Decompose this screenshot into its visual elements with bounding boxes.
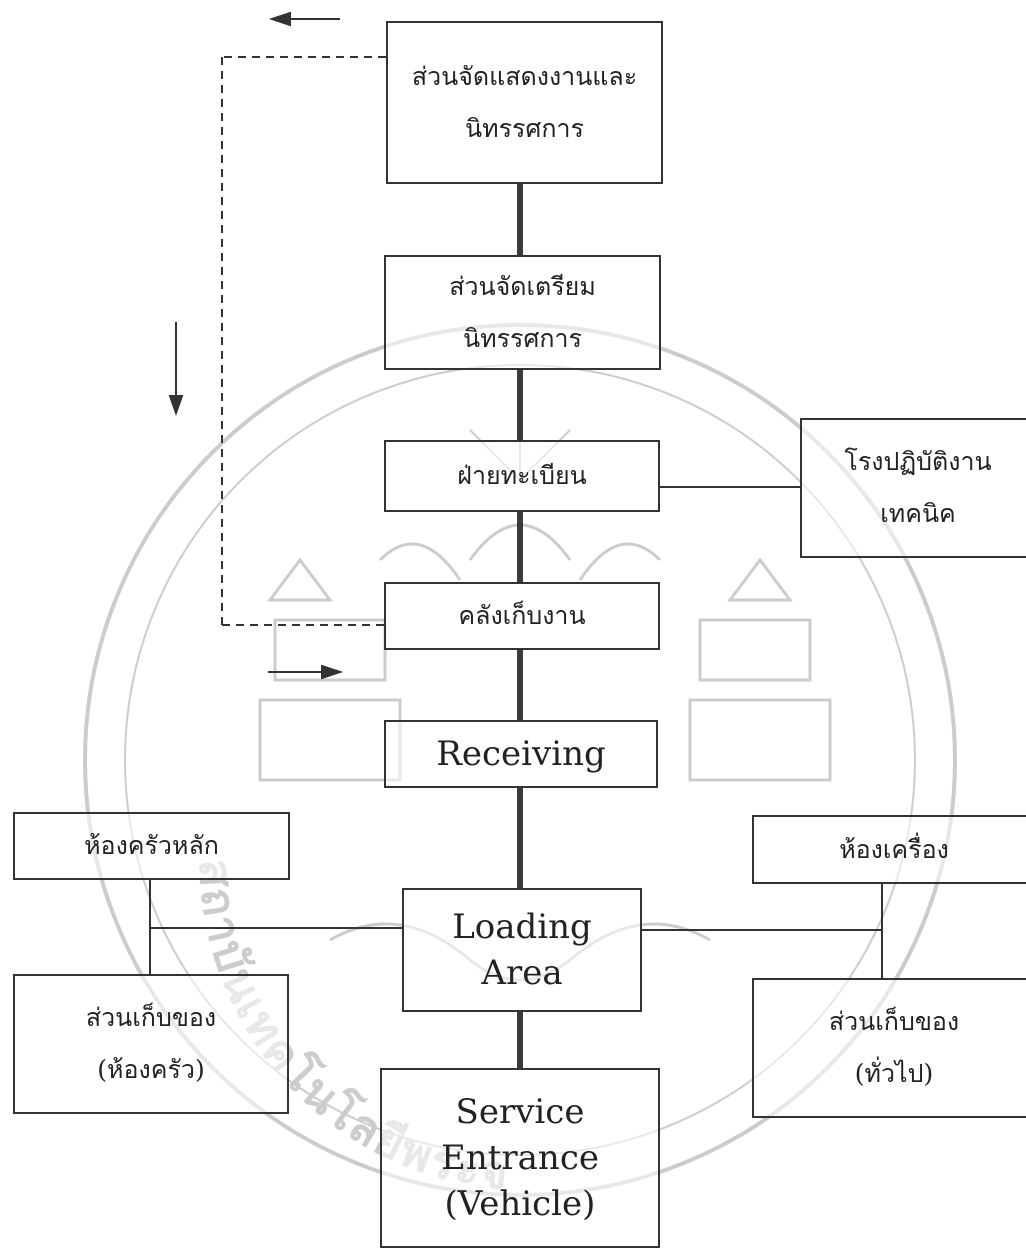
node-main-kitchen: ห้องครัวหลัก <box>13 812 290 880</box>
node-machine-room: ห้องเครื่อง <box>752 815 1026 884</box>
arrow-down-icon <box>168 322 184 417</box>
node-exhibition: ส่วนจัดแสดงงานและ นิทรรศการ <box>386 21 663 184</box>
node-service-entrance: Service Entrance (Vehicle) <box>380 1068 660 1248</box>
node-kitchen-storage: ส่วนเก็บของ (ห้องครัว) <box>13 974 289 1114</box>
node-exhibit-prep: ส่วนจัดเตรียม นิทรรศการ <box>384 255 661 370</box>
node-general-storage: ส่วนเก็บของ (ทั่วไป) <box>752 978 1026 1118</box>
arrow-right-icon <box>268 664 344 680</box>
node-loading-area: Loading Area <box>402 888 642 1012</box>
node-receiving: Receiving <box>384 720 658 788</box>
node-registration: ฝ่ายทะเบียน <box>384 440 660 512</box>
dashed-return-loop <box>221 56 386 626</box>
arrow-left-icon <box>268 11 340 27</box>
node-technical-workshop: โรงปฏิบัติงาน เทคนิค <box>800 418 1026 558</box>
node-storage: คลังเก็บงาน <box>384 582 660 650</box>
